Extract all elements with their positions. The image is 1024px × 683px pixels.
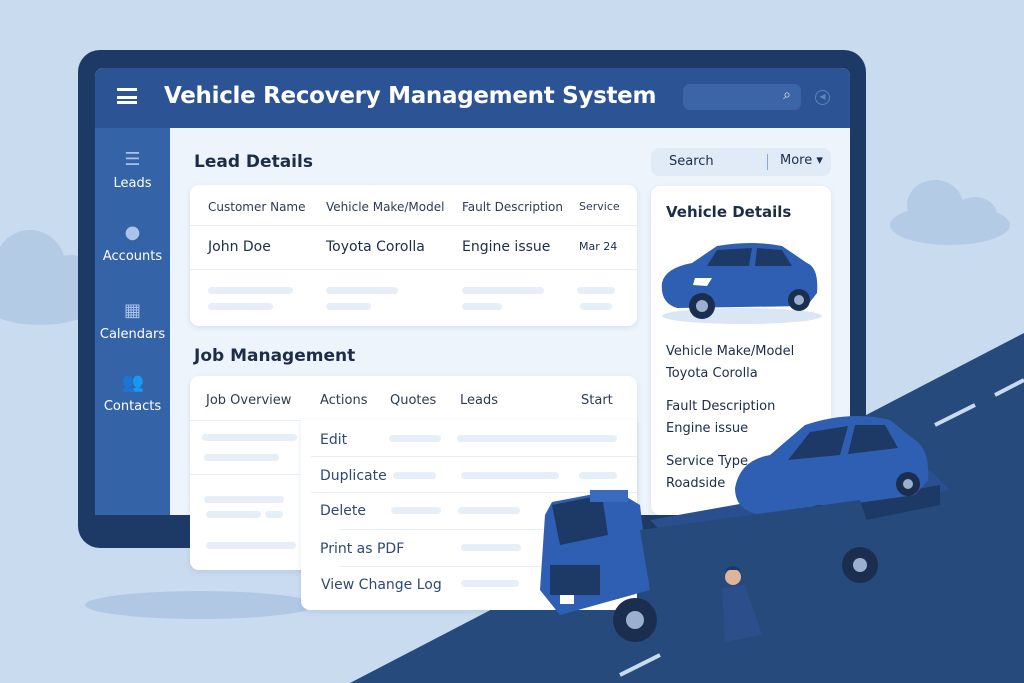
bag-icon: ● [124,222,141,243]
tow-truck-illustration [540,416,950,642]
search-icon[interactable]: ⌕ [783,87,791,103]
car-image [661,243,822,324]
header-search-input[interactable]: ⌕ [683,84,801,110]
job-management-title: Job Management [194,346,356,366]
road-markings [619,378,1024,677]
search-button[interactable]: Search [669,154,714,169]
column-header: Fault Description [462,200,563,214]
cell-fault: Engine issue [462,239,551,255]
menu-item-print-pdf[interactable]: Print as PDF [320,541,405,557]
column-header: Vehicle Make/Model [326,200,445,214]
cell-service: Mar 24 [579,240,618,253]
vehicle-details-title: Vehicle Details [666,203,792,221]
shadow [85,591,315,619]
field-value: Roadside [666,476,726,491]
field-label: Fault Description [666,399,776,414]
app-header: Vehicle Recovery Management System ⌕ ◀ [95,68,850,128]
app-title: Vehicle Recovery Management System [164,83,657,109]
menu-item-duplicate[interactable]: Duplicate [320,468,387,484]
more-dropdown[interactable]: More ▾ [780,153,823,168]
sidebar-item-calendars[interactable]: ▦ Calendars [95,300,170,343]
menu-item-edit[interactable]: Edit [320,432,348,448]
cloud-right [890,180,1010,245]
mechanic-figure [722,566,762,642]
column-header[interactable]: Actions [320,393,368,408]
column-header: Service [579,200,620,213]
toolbar: Search More ▾ [651,148,831,176]
field-value: Toyota Corolla [666,366,758,381]
column-header: Job Overview [206,393,292,408]
sidebar-item-accounts[interactable]: ● Accounts [95,222,170,265]
field-label: Vehicle Make/Model [666,344,795,359]
sidebar-item-contacts[interactable]: 👥 Contacts [95,372,170,415]
field-label: Service Type [666,454,749,469]
cell-customer: John Doe [208,239,271,255]
column-header: Start [581,393,613,408]
sidebar-item-label: Leads [113,176,152,191]
cell-vehicle: Toyota Corolla [326,239,425,255]
menu-item-view-change-log[interactable]: View Change Log [321,577,442,593]
field-value: Engine issue [666,421,749,436]
calendar-icon: ▦ [123,300,141,321]
sidebar-item-leads[interactable]: ☰ Leads [95,149,170,192]
sidebar-item-label: Accounts [102,249,163,264]
settings-icon[interactable]: ◀ [815,90,830,105]
sidebar-item-label: Calendars [99,327,166,342]
column-header: Customer Name [208,200,306,214]
sidebar: ☰ Leads ● Accounts ▦ Calendars 👥 Contacts [95,128,170,515]
hamburger-icon[interactable] [117,88,137,104]
sidebar-item-label: Contacts [103,399,162,414]
lead-details-table: Customer Name Vehicle Make/Model Fault D… [190,185,637,326]
lead-details-title: Lead Details [194,152,313,172]
column-header: Quotes [390,393,437,408]
menu-item-delete[interactable]: Delete [320,503,366,519]
column-header: Leads [460,393,499,408]
contacts-icon: 👥 [121,372,144,393]
list-icon: ☰ [124,149,141,170]
